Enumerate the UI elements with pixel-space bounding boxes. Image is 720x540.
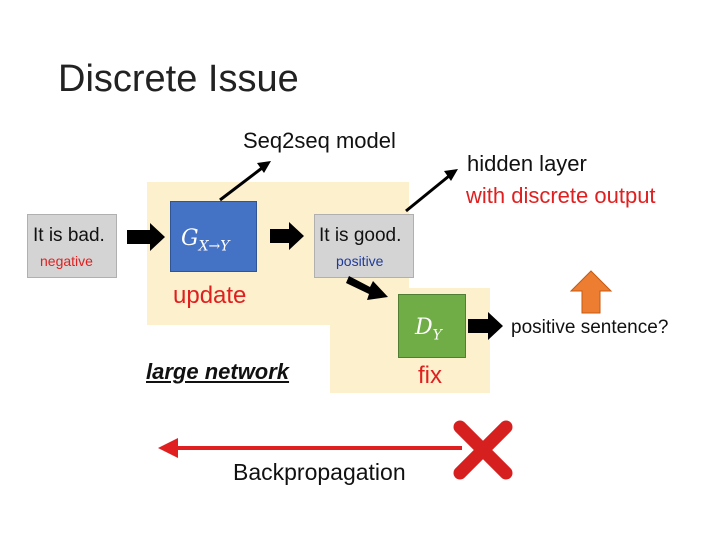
output-sentence-box: It is good. positive: [314, 214, 414, 278]
red-x-icon: [453, 420, 513, 480]
output-sentence-text: It is good.: [319, 225, 402, 246]
orange-up-arrow-icon: [569, 270, 613, 314]
hidden-layer-label: hidden layer: [467, 151, 587, 176]
generator-subscript: X→Y: [198, 238, 230, 255]
seq2seq-pointer-arrow: [219, 161, 271, 202]
input-sentence-box: It is bad. negative: [27, 214, 117, 278]
discriminator-subscript: Y: [432, 327, 442, 344]
output-to-discriminator-arrow: [346, 276, 388, 300]
positive-sentence-label: positive sentence?: [511, 317, 669, 338]
input-to-generator-arrow: [127, 223, 165, 251]
generator-symbol: GX→Y: [181, 226, 230, 254]
discriminator-to-result-arrow: [468, 312, 503, 340]
seq2seq-label: Seq2seq model: [243, 128, 396, 153]
hidden-layer-pointer-arrow: [405, 169, 458, 213]
fix-label: fix: [418, 362, 442, 389]
generator-to-output-arrow: [270, 222, 304, 250]
discriminator-main: D: [415, 315, 433, 340]
backpropagation-arrow: [158, 438, 462, 458]
update-label: update: [173, 282, 247, 309]
discrete-output-label: with discrete output: [466, 183, 656, 208]
slide-title: Discrete Issue: [58, 58, 299, 100]
large-network-label: large network: [146, 359, 290, 384]
negative-label: negative: [40, 253, 93, 269]
discriminator-box: DY: [398, 294, 466, 358]
backpropagation-label: Backpropagation: [233, 459, 406, 485]
generator-box: GX→Y: [170, 201, 257, 272]
generator-main: G: [181, 226, 199, 251]
input-sentence-text: It is bad.: [33, 225, 105, 246]
positive-label: positive: [336, 253, 384, 269]
discriminator-symbol: DY: [415, 315, 442, 343]
